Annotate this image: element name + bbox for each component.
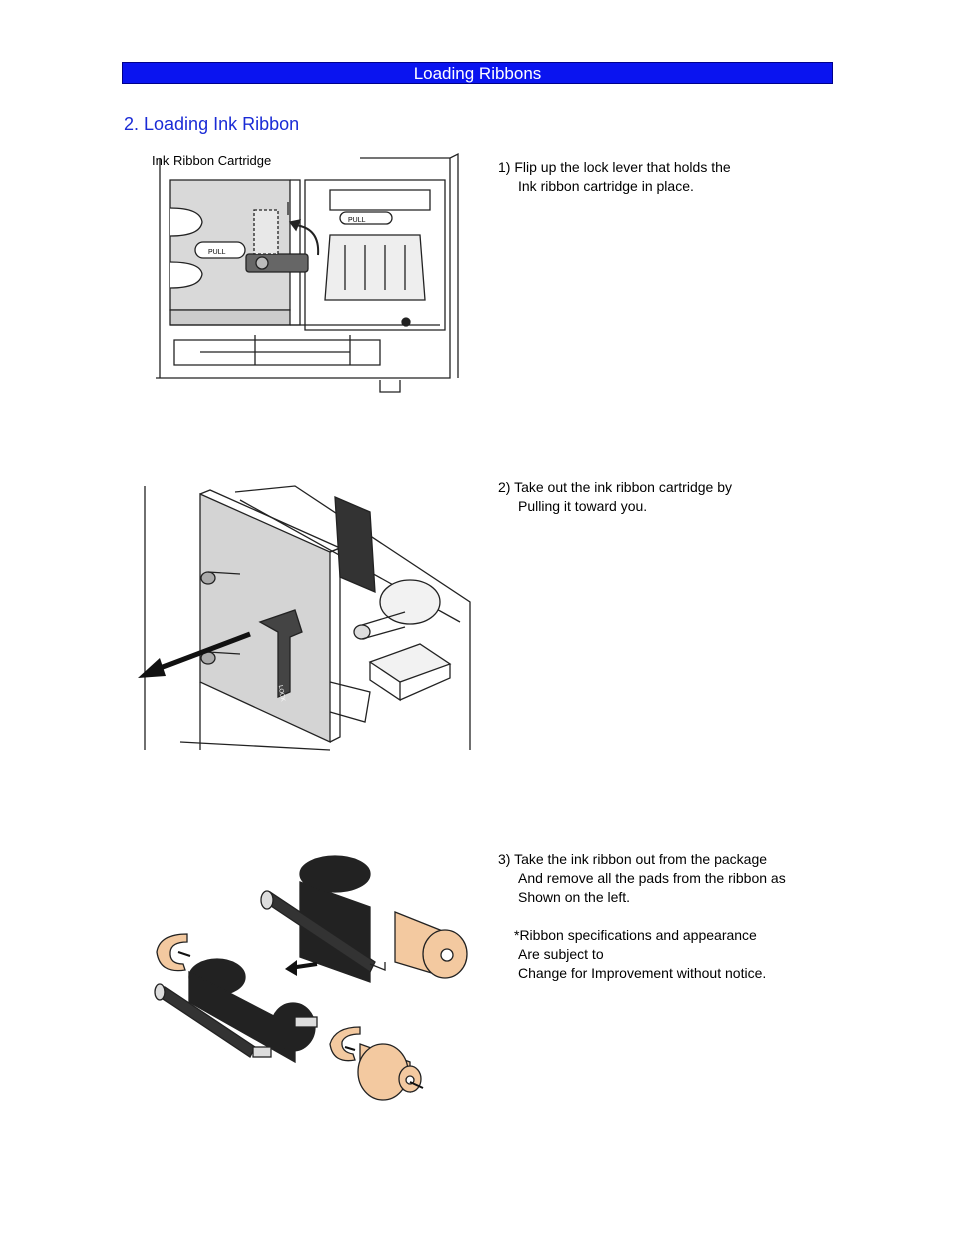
- step-3-note-3: Change for Improvement without notice.: [518, 965, 767, 981]
- figure-cartridge-lock-lever: PULL PULL: [150, 150, 480, 400]
- lock-text: LOCK: [277, 685, 286, 702]
- pull-label-left: PULL: [208, 249, 226, 256]
- step-3-line-3: Shown on the left.: [518, 889, 631, 905]
- step-3-line-1: 3) Take the ink ribbon out from the pack…: [498, 851, 768, 867]
- section-title: 2. Loading Ink Ribbon: [124, 114, 300, 134]
- step-2-line-1: 2) Take out the ink ribbon cartridge by: [498, 479, 732, 495]
- figure-remove-cartridge: LOCK: [130, 482, 475, 754]
- step-3-note-1: *Ribbon specifications and appearance: [514, 927, 757, 943]
- figure-ribbon-pads: [145, 852, 475, 1107]
- step-3-note-2: Are subject to: [518, 946, 604, 962]
- step-2-line-2: Pulling it toward you.: [518, 498, 648, 514]
- step-1: 1) Flip up the lock lever that holds the…: [498, 158, 828, 196]
- page-header-banner: Loading Ribbons: [122, 62, 833, 84]
- pull-label-right: PULL: [348, 217, 366, 224]
- step-3: 3) Take the ink ribbon out from the pack…: [498, 850, 828, 983]
- page-header-title: Loading Ribbons: [413, 64, 542, 83]
- step-2: 2) Take out the ink ribbon cartridge by …: [498, 478, 828, 516]
- figure-label: Ink Ribbon Cartridge: [152, 153, 272, 168]
- step-3-line-2: And remove all the pads from the ribbon …: [518, 870, 786, 886]
- step-1-line-2: Ink ribbon cartridge in place.: [518, 178, 694, 194]
- step-1-line-1: 1) Flip up the lock lever that holds the: [498, 159, 731, 175]
